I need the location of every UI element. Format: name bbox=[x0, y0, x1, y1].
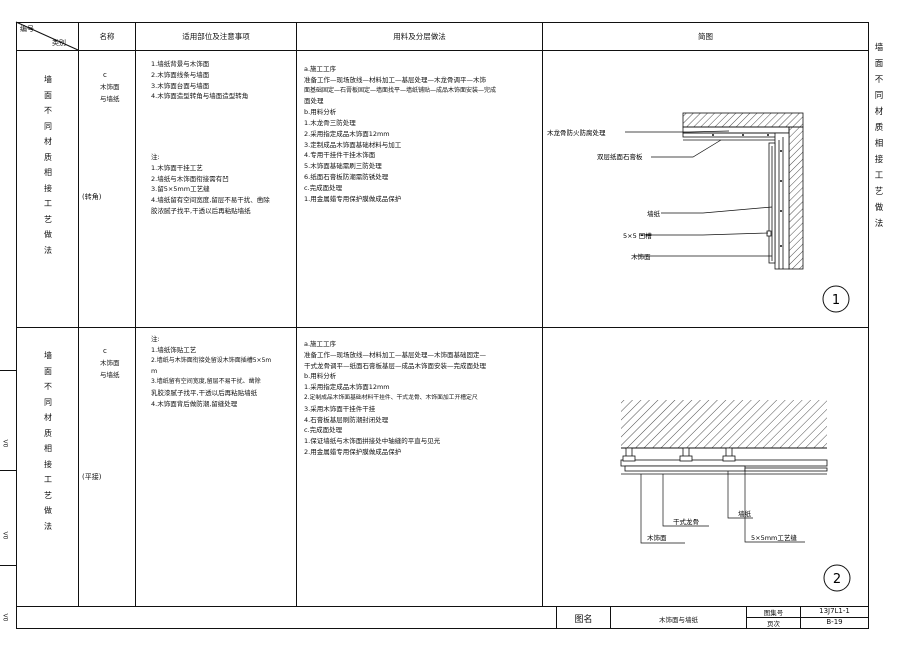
header-diagram: 简图 bbox=[698, 32, 713, 41]
row1-code: c bbox=[103, 71, 107, 79]
row1-label-groove: 5×5 凹槽 bbox=[623, 231, 652, 240]
row2-scope: 注: 1.墙纸饰贴工艺 2.墙纸与木饰面衔接处留设木饰面插槽5×5m m 3.墙… bbox=[151, 334, 271, 410]
row1-diagram: 木龙骨防火防腐处理 双层纸面石膏板 墙纸 5×5 凹槽 木饰面 1 bbox=[547, 112, 850, 313]
row2-scope-line: 乳胶漆腻子找平,干透以后再粘贴墙纸 bbox=[151, 388, 258, 397]
footer-atlas-label: 图集号 bbox=[763, 609, 784, 617]
row1-name-1: 木饰面 bbox=[100, 83, 120, 91]
row1-material-line: 1.木龙骨三防处理 bbox=[304, 118, 356, 127]
row1-scope-line: 3.木饰面台面与墙面 bbox=[151, 81, 210, 90]
row1-detail-number-circle bbox=[822, 285, 850, 313]
row1-category-tag: (转角) bbox=[82, 193, 102, 201]
row2-material-line: 4.石膏板基层刷防潮封闭处理 bbox=[304, 415, 389, 424]
margin-mark-1: V0 bbox=[1, 439, 9, 448]
header-materials: 用料及分层做法 bbox=[393, 32, 446, 41]
row2-scope-line: 2.墙纸与木饰面衔接处留设木饰面插槽5×5m bbox=[151, 356, 272, 364]
row1-note-line: 4.墙纸留有空间宽度,留层不易干扰、凿除 bbox=[151, 196, 270, 205]
row1-label-gypsum: 双层纸面石膏板 bbox=[597, 152, 643, 161]
row2-material-line: 3.采用木饰面干挂件干挂 bbox=[304, 404, 376, 413]
row2-scope-line: m bbox=[151, 367, 158, 376]
row2-category-tag: (平接) bbox=[82, 473, 102, 481]
row1-note-line: 注: bbox=[151, 153, 160, 161]
row2-scope-line: 注: bbox=[151, 335, 160, 343]
row2-category: 墙面不同材质相接工艺做法 bbox=[44, 351, 52, 531]
row1-scope-line: 4.木饰面造型转角与墙面造型转角 bbox=[151, 92, 249, 101]
base-wall bbox=[621, 400, 827, 448]
footer-figure-name: 木饰面与墙纸 bbox=[659, 616, 698, 624]
header-name: 名称 bbox=[99, 32, 115, 41]
row2-material-line: a.施工工序 bbox=[304, 340, 337, 348]
row2-detail-number-circle bbox=[823, 564, 851, 592]
row1-material-line: b.用料分析 bbox=[304, 108, 337, 117]
row1-label-veneer: 木饰面 bbox=[631, 252, 651, 261]
corner-label-code: 编号 bbox=[20, 25, 34, 33]
row2-material-line: 干式龙骨调平—纸面石膏板基层—成品木饰面安装—完成面处理 bbox=[304, 361, 486, 370]
row1-scope-line: 1.墙纸背景与木饰面 bbox=[151, 60, 210, 68]
row2-scope-line: 3.墙纸留有空间宽度,留层不易干扰、凿除 bbox=[151, 378, 261, 386]
row2-scope-line: 1.墙纸饰贴工艺 bbox=[151, 345, 197, 354]
row1-note-line: 1.木饰面干挂工艺 bbox=[151, 163, 203, 172]
margin-mark-3: V0 bbox=[1, 613, 9, 622]
row1-detail-number: 1 bbox=[832, 293, 840, 308]
row1-material-line: c.完成面处理 bbox=[304, 183, 343, 192]
row1-category: 墙面不同材质相接工艺做法 bbox=[44, 75, 52, 255]
footer-atlas-value: 13J7L1-1 bbox=[819, 607, 850, 615]
row1-material-line: 1.用金属蜡专用保护膜做成品保护 bbox=[304, 194, 402, 203]
row1-label-wallpaper: 墙纸 bbox=[647, 209, 661, 218]
row1-material-line: 5.木饰面基础需刷三防处理 bbox=[304, 162, 382, 171]
row1-materials: a.施工工序 准备工作—现场放线—材料加工—基层处理—木龙骨调平—木饰 面基础固… bbox=[304, 64, 496, 204]
footer-figure-label: 图名 bbox=[574, 615, 593, 625]
row2-material-line: 1.采用指定成品木饰面12mm bbox=[304, 383, 390, 392]
row2-label-wallpaper: 墙纸 bbox=[738, 509, 752, 518]
row2-material-line: 1.保证墙纸与木饰面拼接处中轴缝的平直与见光 bbox=[304, 437, 441, 446]
side-title: 墙面不同材质相接工艺做法 bbox=[874, 43, 884, 229]
margin-mark-2: V0 bbox=[1, 531, 9, 540]
row2-material-line: 2.用金属蜡专用保护膜做成品保护 bbox=[304, 447, 402, 456]
row2-material-line: 准备工作—现场放线—材料加工—基层处理—木饰面基础固定— bbox=[304, 350, 486, 359]
row1-material-line: 面基础固定—石膏板固定—墙面找平—墙纸铺贴—成品木饰面安装—完成 bbox=[304, 86, 497, 94]
row2-material-line: b.用料分析 bbox=[304, 372, 337, 381]
row2-name-1: 木饰面 bbox=[100, 359, 120, 367]
footer-page-label: 页次 bbox=[767, 620, 780, 628]
row2-code: c bbox=[103, 347, 107, 355]
corner-label-category: 类别 bbox=[52, 39, 66, 47]
row1-material-line: a.施工工序 bbox=[304, 65, 337, 73]
row1-scope-line: 2.木饰面线条与墙面 bbox=[151, 70, 210, 79]
row2-label-keel: 干式龙骨 bbox=[673, 517, 699, 526]
row1-material-line: 面处理 bbox=[304, 97, 324, 106]
row1-note-line: 胶浓腻子找平,干透以后再粘贴墙纸 bbox=[151, 206, 251, 215]
row2-diagram: 干式龙骨 墙纸 木饰面 5×5mm工艺缝 2 bbox=[620, 400, 851, 592]
row1-material-line: 2.采用指定成品木饰面12mm bbox=[304, 129, 390, 138]
row2-material-line: 2.定制成品木饰面基础材料干挂件、干式龙骨、木饰面加工开槽定尺 bbox=[304, 394, 478, 401]
row2-name-2: 与墙纸 bbox=[100, 371, 120, 379]
row1-scope: 1.墙纸背景与木饰面 2.木饰面线条与墙面 3.木饰面台面与墙面 4.木饰面造型… bbox=[151, 59, 248, 102]
row2-material-line: c.完成面处理 bbox=[304, 426, 343, 435]
row2-label-joint: 5×5mm工艺缝 bbox=[751, 533, 797, 542]
row1-note-line: 3.留5×5mm工艺缝 bbox=[151, 185, 210, 194]
row1-label-keel: 木龙骨防火防腐处理 bbox=[547, 128, 606, 137]
row2-scope-line: 4.木饰面背后做防潮,留缝处理 bbox=[151, 399, 238, 408]
row2-label-veneer: 木饰面 bbox=[647, 533, 667, 542]
footer-page-value: B-19 bbox=[826, 618, 843, 626]
row1-note-line: 2.墙纸与木饰面衔接需有凹 bbox=[151, 174, 229, 183]
ceiling-slab bbox=[682, 112, 804, 128]
row2-materials: a.施工工序 准备工作—现场放线—材料加工—基层处理—木饰面基础固定— 干式龙骨… bbox=[304, 339, 486, 458]
row2-detail-number: 2 bbox=[833, 572, 841, 587]
row1-name-2: 与墙纸 bbox=[100, 95, 120, 103]
side-wall bbox=[788, 126, 804, 270]
row1-material-line: 3.定制成品木饰面基础材料与加工 bbox=[304, 140, 402, 149]
row1-material-line: 准备工作—现场放线—材料加工—基层处理—木龙骨调平—木饰 bbox=[304, 75, 486, 84]
row1-notes: 注: 1.木饰面干挂工艺 2.墙纸与木饰面衔接需有凹 3.留5×5mm工艺缝 4… bbox=[151, 152, 270, 217]
row1-material-line: 6.纸面石膏板防潮需防锈处理 bbox=[304, 172, 389, 181]
row1-material-line: 4.专用干挂件干挂木饰面 bbox=[304, 151, 376, 160]
header-scope: 适用部位及注意事项 bbox=[182, 32, 250, 41]
